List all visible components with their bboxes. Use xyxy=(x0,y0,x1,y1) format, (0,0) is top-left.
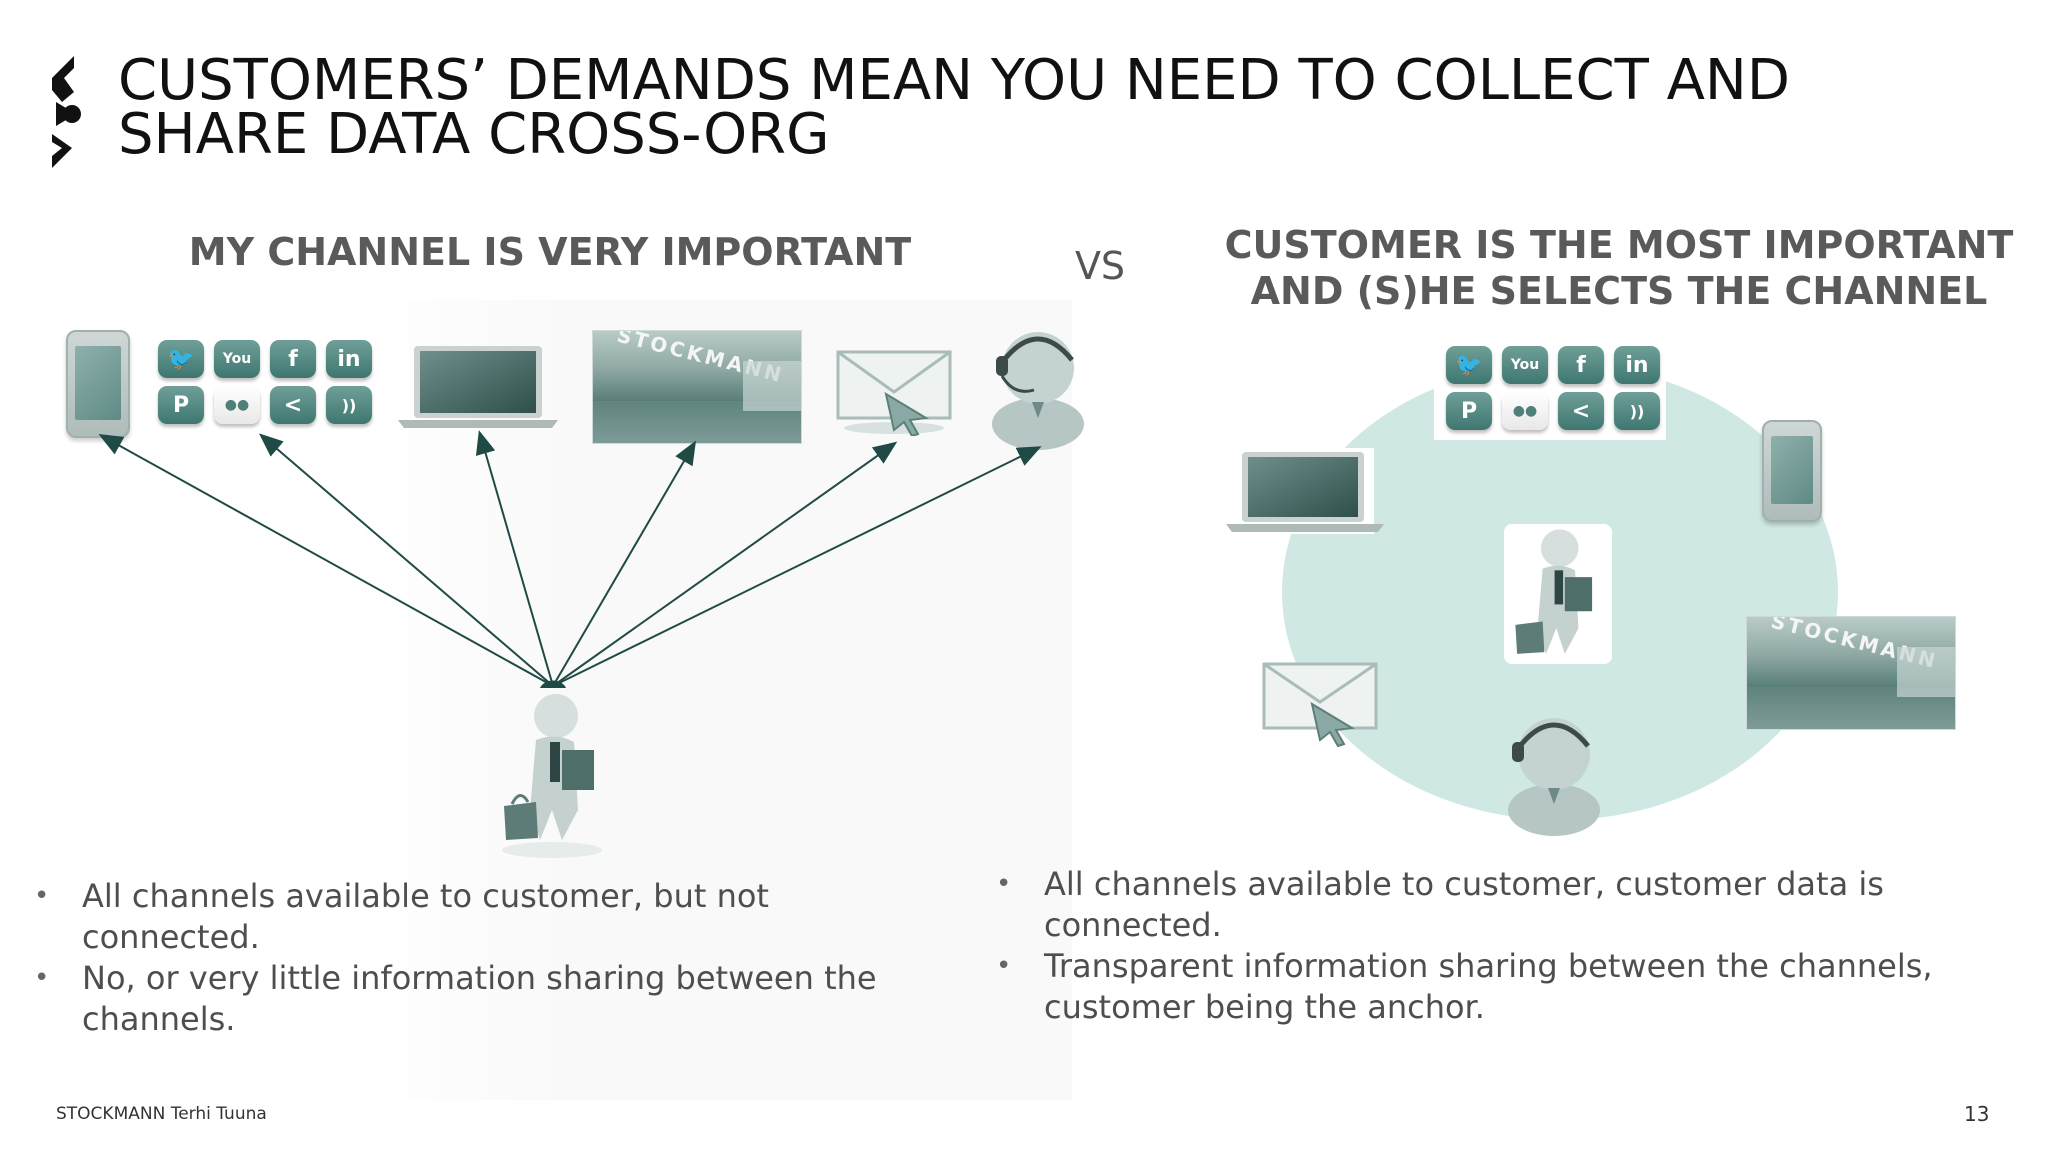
left-bullet-list: •All channels available to customer, but… xyxy=(34,876,914,1040)
stockmann-logo xyxy=(52,56,81,168)
arrow-to-phone xyxy=(98,434,554,687)
arrow-to-agent xyxy=(552,446,1042,687)
shopper-figure-left xyxy=(502,694,602,858)
title-line-2: SHARE DATA CROSS-ORG xyxy=(118,102,830,167)
right-bullet-1: •All channels available to customer, cus… xyxy=(996,865,1884,944)
slide-title: CUSTOMERS’ DEMANDS MEAN YOU NEED TO COLL… xyxy=(118,48,1818,167)
linkedin-icon: in xyxy=(326,340,372,378)
left-bullet-2: •No, or very little information sharing … xyxy=(34,959,877,1038)
social-media-icons-left: 🐦 You f in P ●● < )) xyxy=(158,340,376,424)
flickr-icon: ●● xyxy=(214,386,260,424)
twitter-icon: 🐦 xyxy=(158,340,204,378)
shopper-figure-center xyxy=(1515,529,1593,654)
email-icon xyxy=(836,350,952,436)
pinterest-icon: P xyxy=(1446,392,1492,430)
share-icon: < xyxy=(270,386,316,424)
right-bullet-list: •All channels available to customer, cus… xyxy=(996,864,1996,1028)
store-photo-right: STOCKMANN xyxy=(1746,616,1956,730)
laptop-icon-right xyxy=(1226,448,1384,534)
pinterest-icon: P xyxy=(158,386,204,424)
right-bullet-2: •Transparent information sharing between… xyxy=(996,947,1933,1026)
youtube-icon: You xyxy=(1502,346,1548,384)
arrow-to-laptop xyxy=(475,430,554,687)
linkedin-icon: in xyxy=(1614,346,1660,384)
left-heading: MY CHANNEL IS VERY IMPORTANT xyxy=(188,230,912,274)
rss-icon: )) xyxy=(326,386,372,424)
share-icon: < xyxy=(1558,392,1604,430)
arrow-to-store xyxy=(552,440,697,687)
footer-text: STOCKMANN Terhi Tuuna xyxy=(56,1104,267,1124)
rss-icon: )) xyxy=(1614,392,1660,430)
facebook-icon: f xyxy=(1558,346,1604,384)
right-heading: CUSTOMER IS THE MOST IMPORTANT AND (S)HE… xyxy=(1214,222,2024,314)
arrow-to-email xyxy=(552,441,898,687)
laptop-icon xyxy=(398,346,558,428)
title-line-1: CUSTOMERS’ DEMANDS MEAN YOU NEED TO COLL… xyxy=(118,48,1790,113)
customer-service-agent-icon xyxy=(992,332,1084,450)
email-icon-right xyxy=(1262,662,1378,748)
facebook-icon: f xyxy=(270,340,316,378)
right-heading-line-2: AND (S)HE SELECTS THE CHANNEL xyxy=(1250,269,1988,313)
page-number: 13 xyxy=(1964,1102,1990,1126)
customer-service-agent-icon-right xyxy=(1508,718,1600,836)
right-heading-line-1: CUSTOMER IS THE MOST IMPORTANT xyxy=(1224,223,2014,267)
twitter-icon: 🐦 xyxy=(1446,346,1492,384)
arrow-to-social xyxy=(258,433,554,687)
smartphone-icon-right xyxy=(1762,420,1822,522)
smartphone-icon xyxy=(66,330,130,438)
youtube-icon: You xyxy=(214,340,260,378)
vs-label: VS xyxy=(1074,244,1126,288)
social-media-icons-right: 🐦 You f in P ●● < )) xyxy=(1446,346,1664,430)
flickr-icon: ●● xyxy=(1502,392,1548,430)
left-bullet-1: •All channels available to customer, but… xyxy=(34,877,769,956)
store-photo: STOCKMANN xyxy=(592,330,802,444)
